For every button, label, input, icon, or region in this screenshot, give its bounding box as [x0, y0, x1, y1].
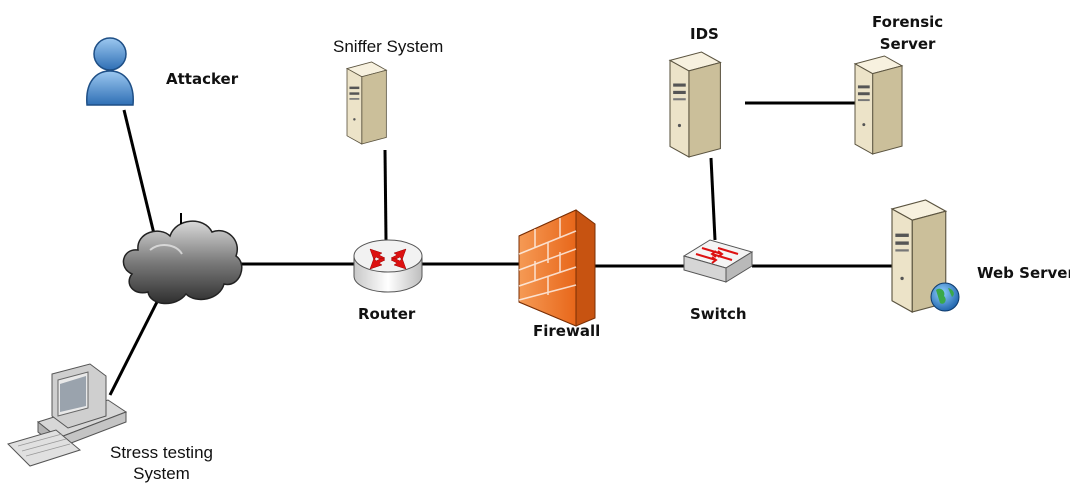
internet-cloud-icon	[122, 213, 243, 305]
stress-label-line2: System	[133, 464, 190, 483]
router-label: Router	[358, 305, 416, 323]
switch-label: Switch	[690, 305, 747, 323]
firewall-icon	[518, 209, 596, 327]
server-icon	[669, 51, 721, 158]
stress-testing-label: Stress testing System	[110, 442, 213, 484]
web-server-icon	[891, 199, 960, 313]
link-cloud-stress	[108, 295, 162, 396]
ids-label: IDS	[690, 25, 719, 43]
link-attacker-cloud	[122, 109, 157, 239]
desktop-computer-icon	[7, 363, 128, 467]
router-icon	[353, 239, 423, 293]
attacker-label: Attacker	[166, 70, 239, 88]
server-icon	[854, 55, 903, 155]
web-server-label: Web Server	[977, 264, 1070, 282]
forensic-label-line1: Forensic	[872, 13, 944, 31]
link-sniffer-router	[383, 149, 388, 241]
forensic-label-line2: Server	[879, 35, 936, 53]
switch-icon	[682, 239, 754, 283]
firewall-label: Firewall	[533, 322, 601, 340]
person-icon	[86, 37, 134, 106]
link-ids-switch	[709, 157, 717, 241]
stress-label-line1: Stress testing	[110, 443, 213, 462]
connection-lines	[108, 101, 893, 396]
server-icon	[346, 61, 387, 145]
sniffer-system-label: Sniffer System	[333, 37, 444, 56]
forensic-server-label: Forensic Server	[872, 11, 943, 55]
